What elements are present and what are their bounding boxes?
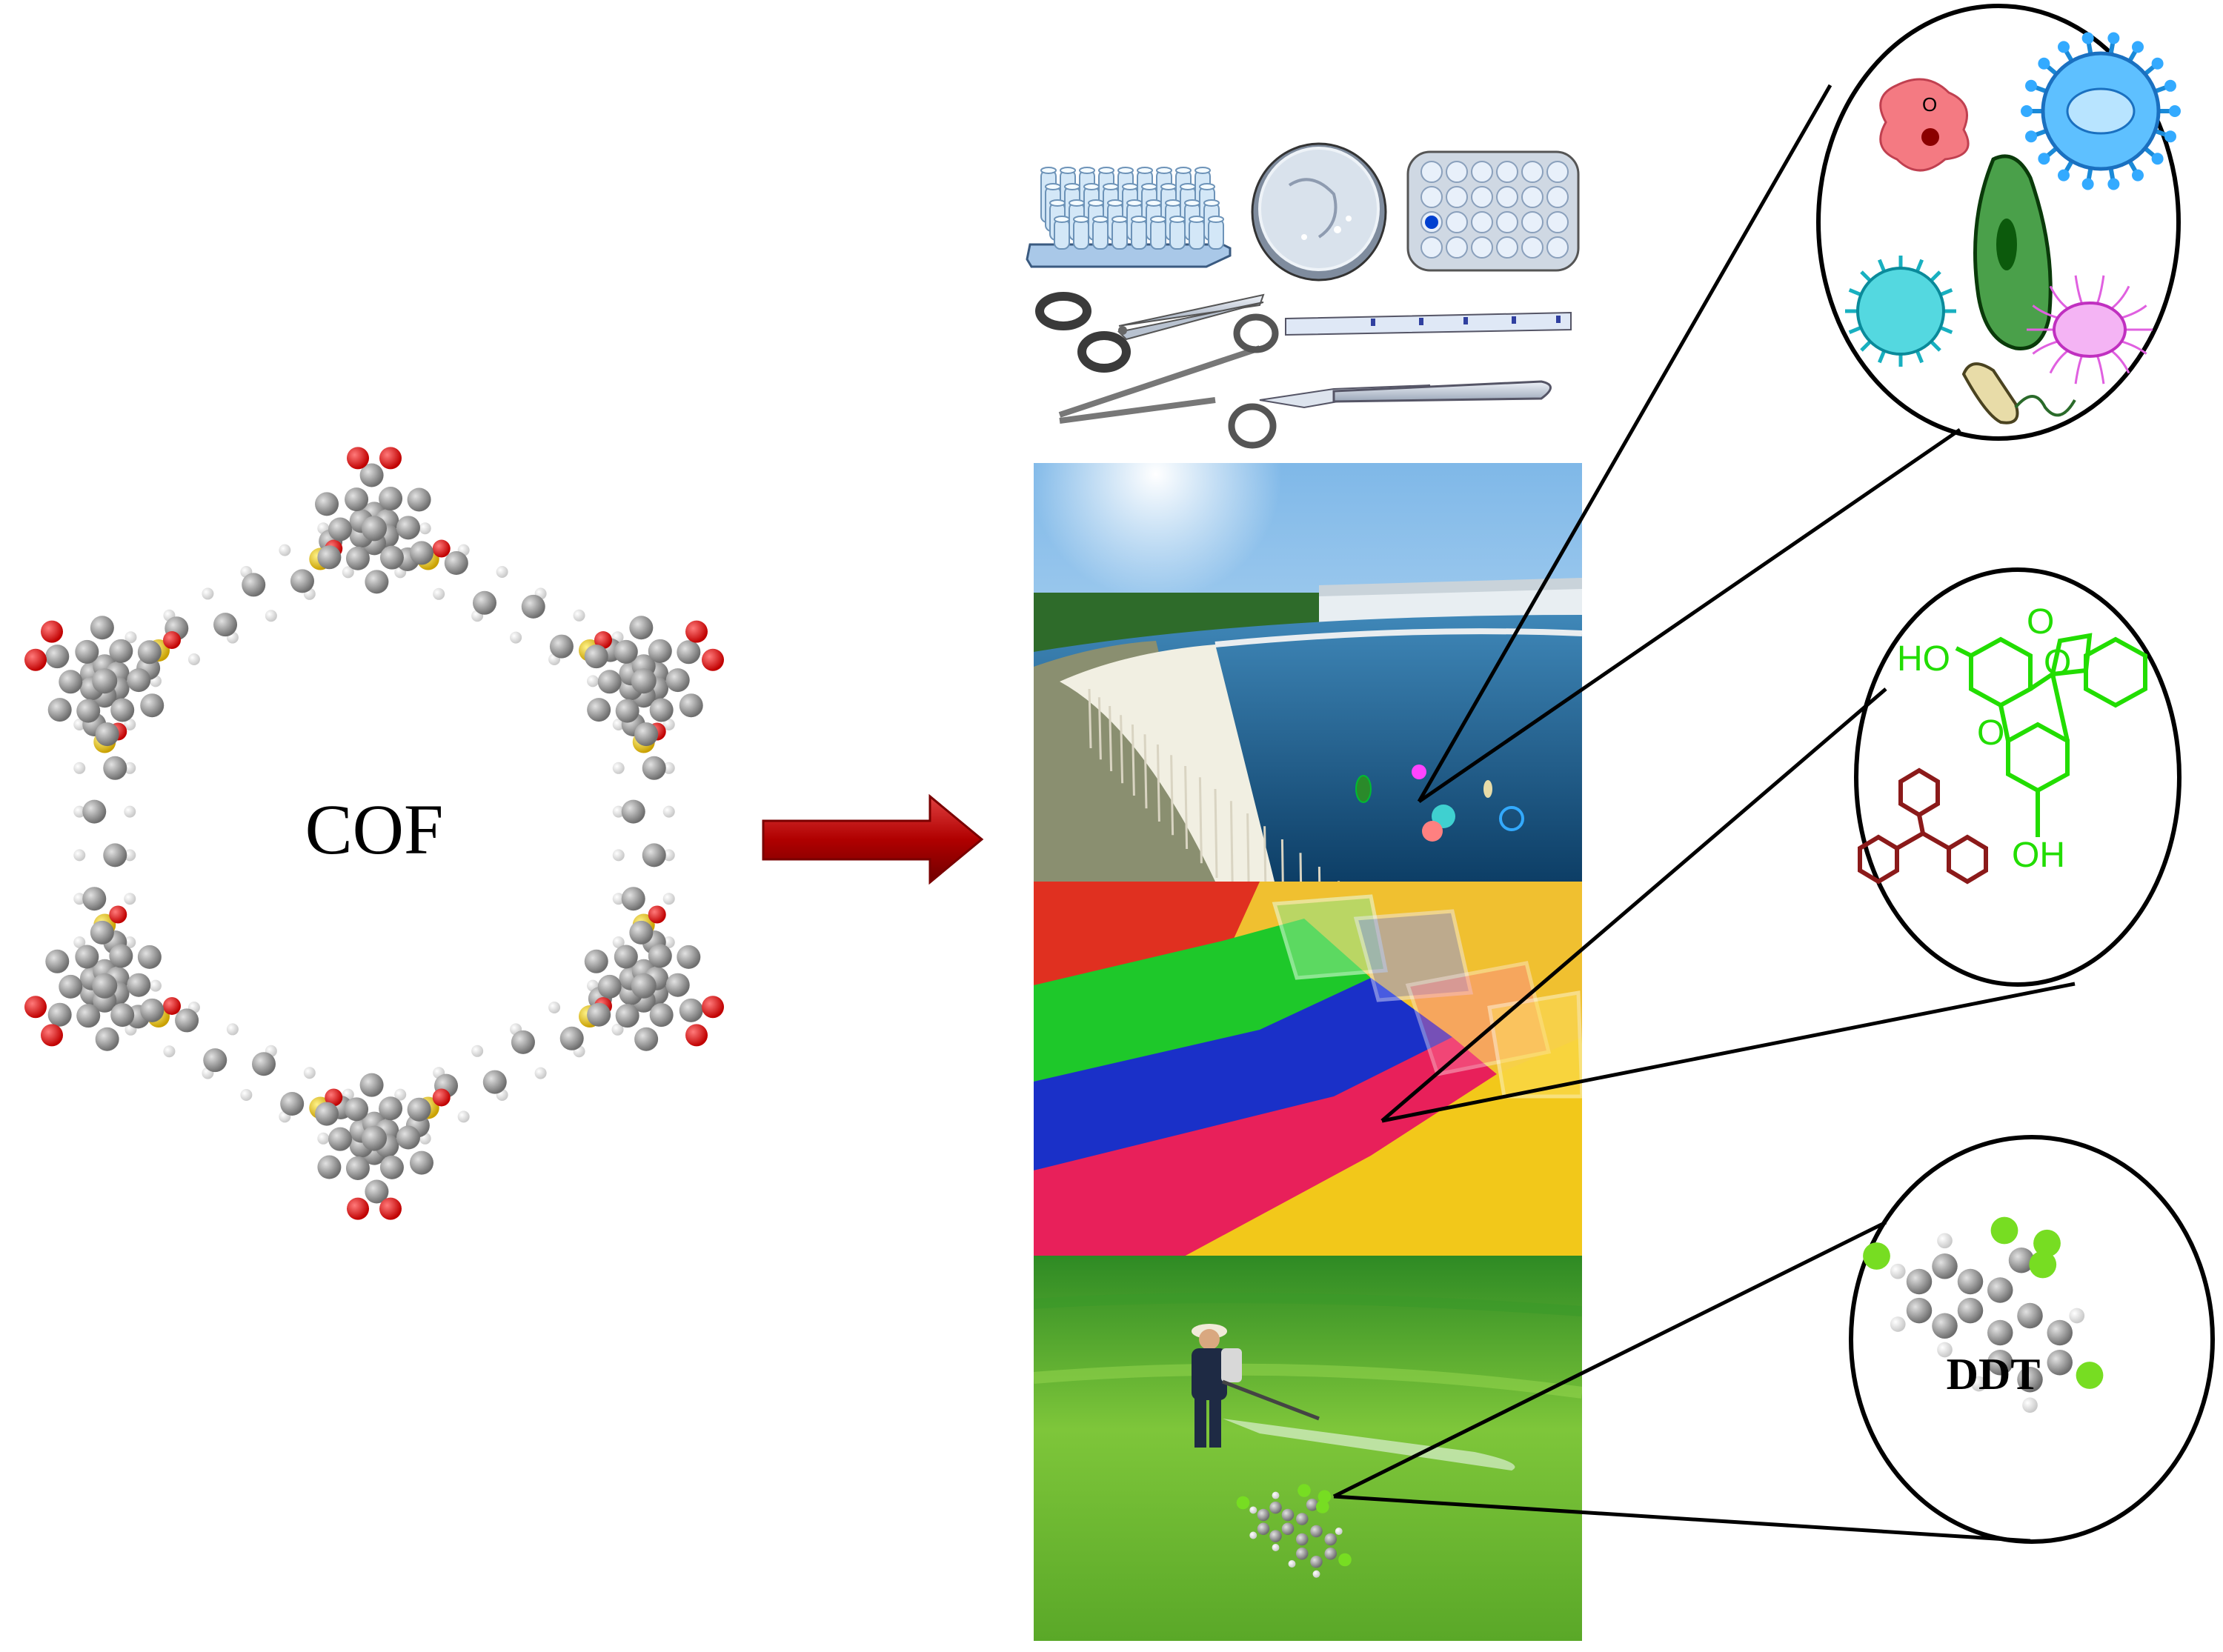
callout-lines [1332, 84, 2076, 1543]
phenolphthalein-structure-icon: HO OH O O O [1854, 567, 2182, 987]
dye-powders-icon [1034, 882, 1582, 1256]
microbes-icon: O [1816, 4, 2181, 441]
carbonyl-o-label: O [2027, 602, 2054, 642]
wastewater-tank-icon [1034, 463, 1582, 882]
test-tube-rack-icon [1026, 167, 1232, 268]
ruler-icon [1285, 311, 1572, 336]
arrow-icon [762, 793, 984, 885]
oh-label: OH [2012, 836, 2065, 875]
lab-tools-icon [1026, 142, 1580, 449]
pesticide-spraying-icon [1034, 1256, 1582, 1641]
ring-o-label: O [2044, 643, 2071, 682]
microbe-label: O [1922, 93, 1937, 116]
cof-label: COF [305, 790, 444, 869]
ddt-molecule-icon: DDT [1849, 1135, 2215, 1544]
ho-label: HO [1897, 639, 1950, 679]
scalpel-icon [1259, 380, 1552, 409]
petri-dish-icon [1251, 142, 1387, 282]
cof-framework-icon [24, 447, 725, 1220]
ddt-label: DDT [1947, 1350, 2041, 1399]
ether-o-label: O [1977, 713, 2004, 753]
forceps-icon [1058, 313, 1279, 449]
scissors-icon [1035, 292, 1265, 373]
well-plate-icon [1406, 150, 1580, 272]
